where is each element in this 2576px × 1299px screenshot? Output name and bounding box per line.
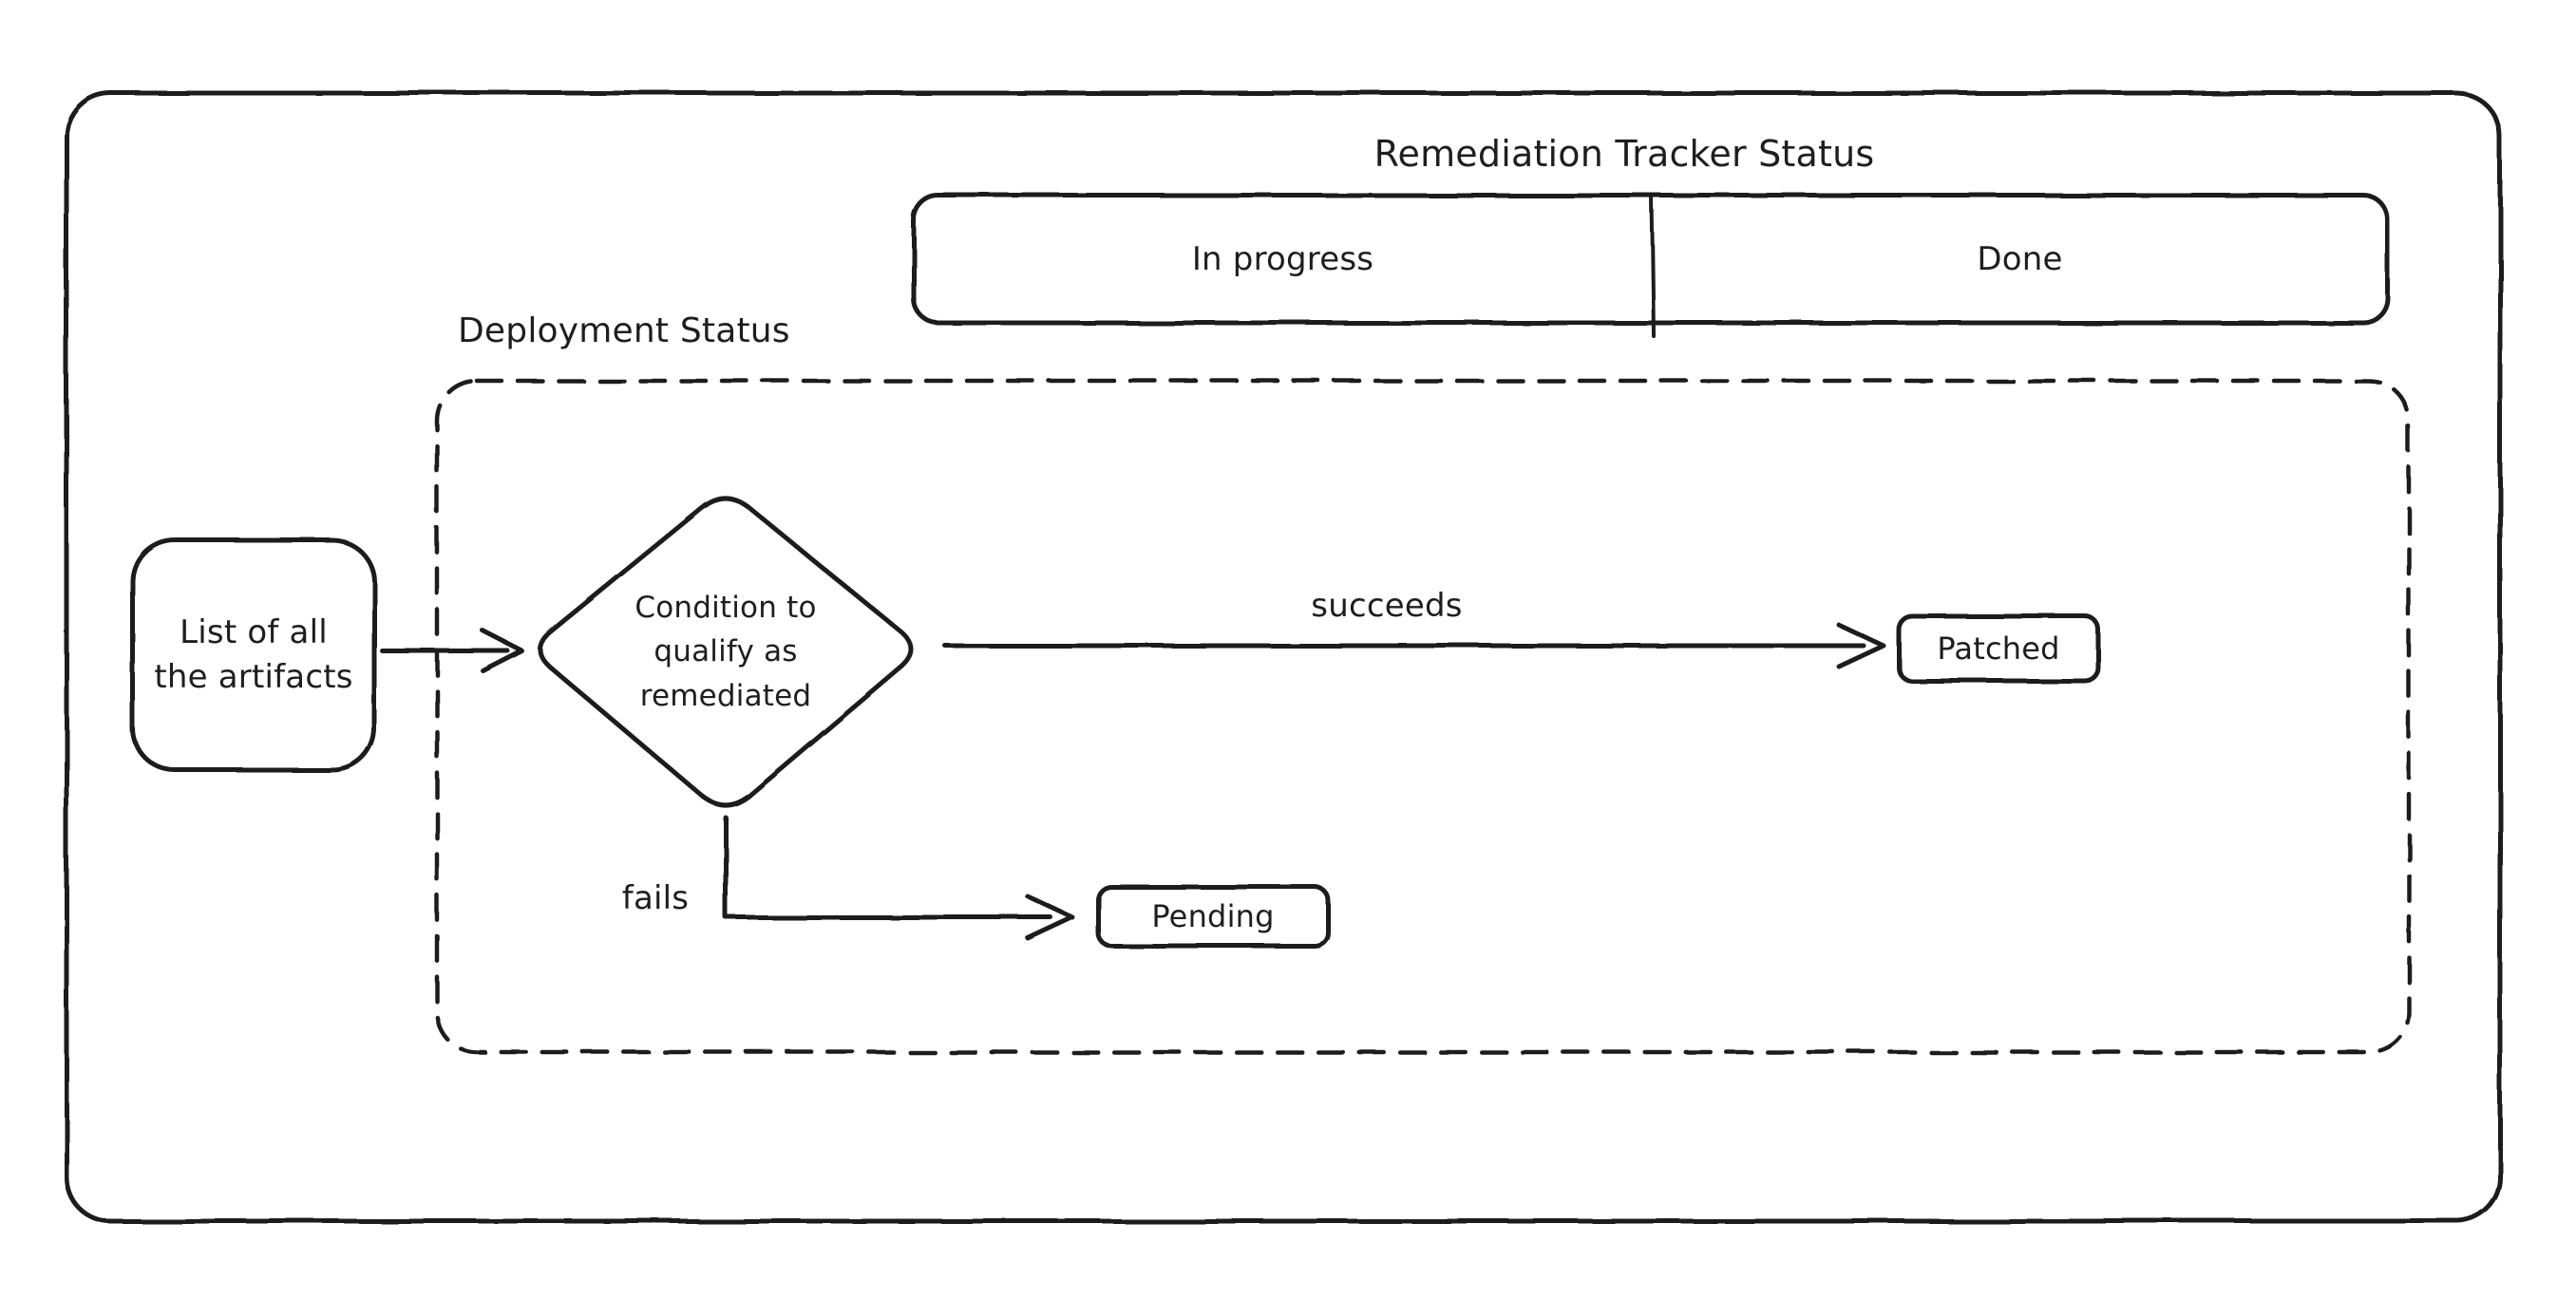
tracker-done-label: Done	[1977, 240, 2063, 278]
artifacts-label-line2: the artifacts	[154, 658, 353, 696]
pending-node-label: Pending	[1151, 898, 1275, 934]
tracker-cell-done[interactable]: Done	[1652, 196, 2388, 323]
pending-node-box[interactable]	[1095, 884, 1331, 949]
tracker-in-progress-label: In progress	[1191, 240, 1374, 278]
deployment-zone-label: Deployment Status	[458, 311, 790, 350]
tracker-divider-line[interactable]	[1650, 196, 1656, 338]
arrow-fails[interactable]	[723, 815, 1075, 941]
fails-edge-label: fails	[621, 879, 690, 917]
outer-frame-box[interactable]	[64, 90, 2503, 1224]
artifacts-label-line1: List of all	[180, 613, 328, 652]
tracker-bar-box[interactable]	[911, 193, 2391, 326]
tracker-cell-in-progress[interactable]: In progress	[914, 196, 1652, 323]
diagram-title: Remediation Tracker Status	[1373, 133, 1875, 175]
patched-node-box[interactable]	[1896, 613, 2101, 684]
artifacts-node-label: List of all the artifacts	[133, 540, 374, 770]
condition-diamond[interactable]	[538, 496, 914, 808]
succeeds-edge-label: succeeds	[1311, 587, 1463, 625]
patched-node-label: Patched	[1937, 631, 2060, 667]
deployment-zone-box[interactable]	[434, 378, 2412, 1055]
condition-diamond-label: Condition to qualify as remediated	[528, 489, 923, 815]
condition-label-line3: remediated	[639, 678, 812, 713]
condition-label-line2: qualify as	[653, 634, 798, 669]
artifacts-node-box[interactable]	[130, 537, 377, 773]
condition-label-line1: Condition to	[635, 590, 817, 625]
arrow-artifacts-to-condition[interactable]	[379, 628, 524, 673]
arrow-succeeds[interactable]	[942, 622, 1886, 669]
